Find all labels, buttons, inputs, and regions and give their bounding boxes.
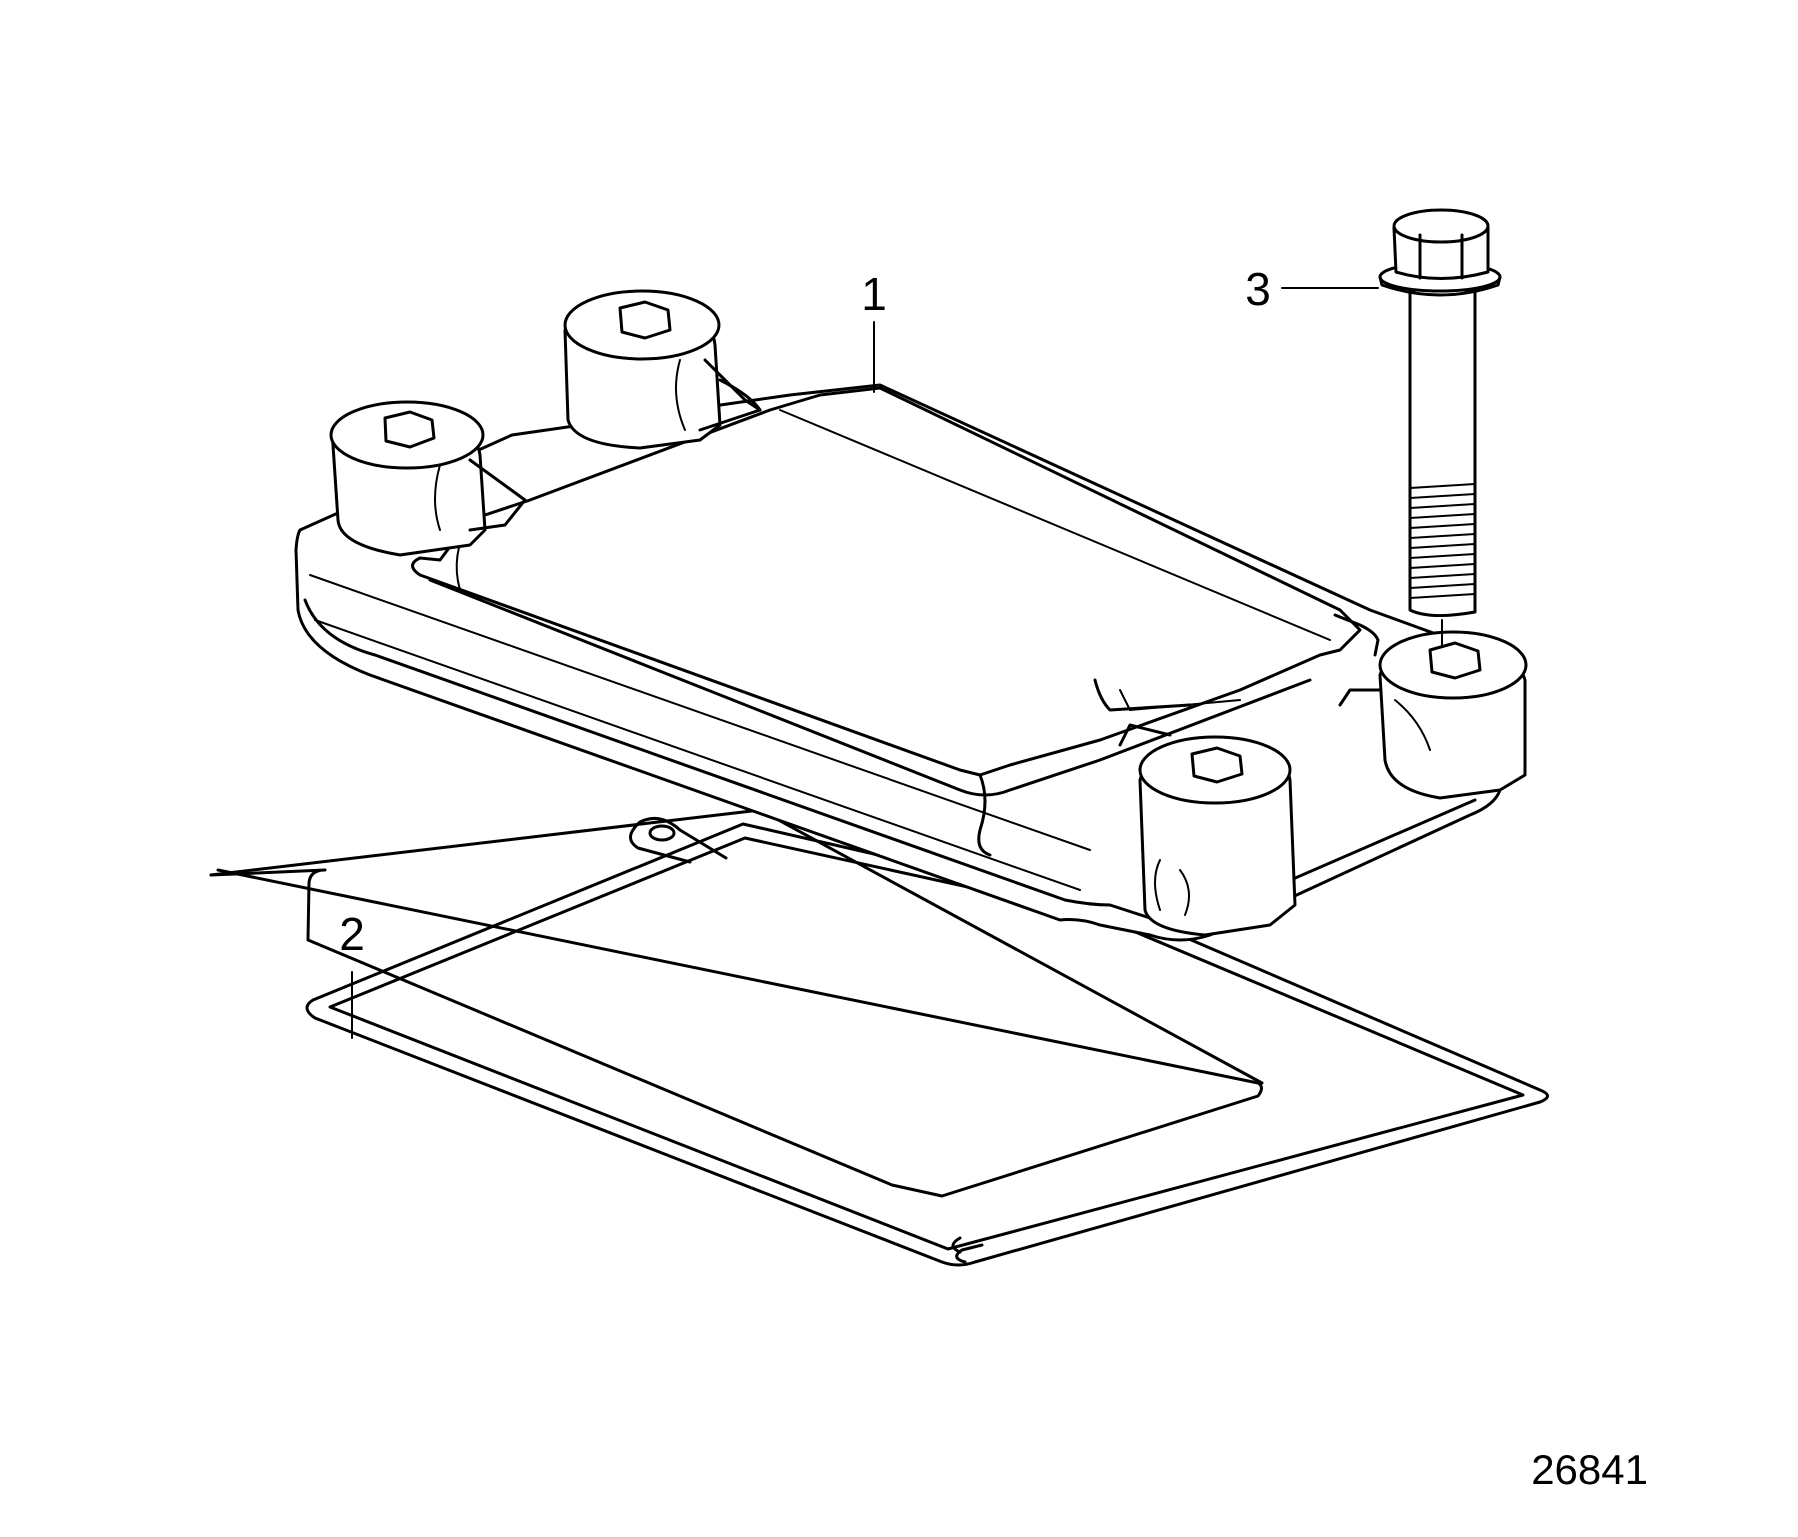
boss-bottom-middle: [1118, 723, 1297, 937]
gasket: [209, 808, 1549, 1267]
boss-top-left: [329, 400, 527, 557]
boss-right: [1338, 630, 1528, 800]
callout-label-3: 3: [1245, 263, 1271, 315]
callout-1: 1: [861, 268, 887, 393]
callout-3: 3: [1245, 263, 1379, 315]
boss-top-middle: [563, 289, 762, 450]
callout-2: 2: [339, 908, 365, 1039]
flange-bolt: [1378, 208, 1502, 646]
callout-label-1: 1: [861, 268, 887, 320]
callout-label-2: 2: [339, 908, 365, 960]
figure-number: 26841: [1531, 1446, 1648, 1493]
